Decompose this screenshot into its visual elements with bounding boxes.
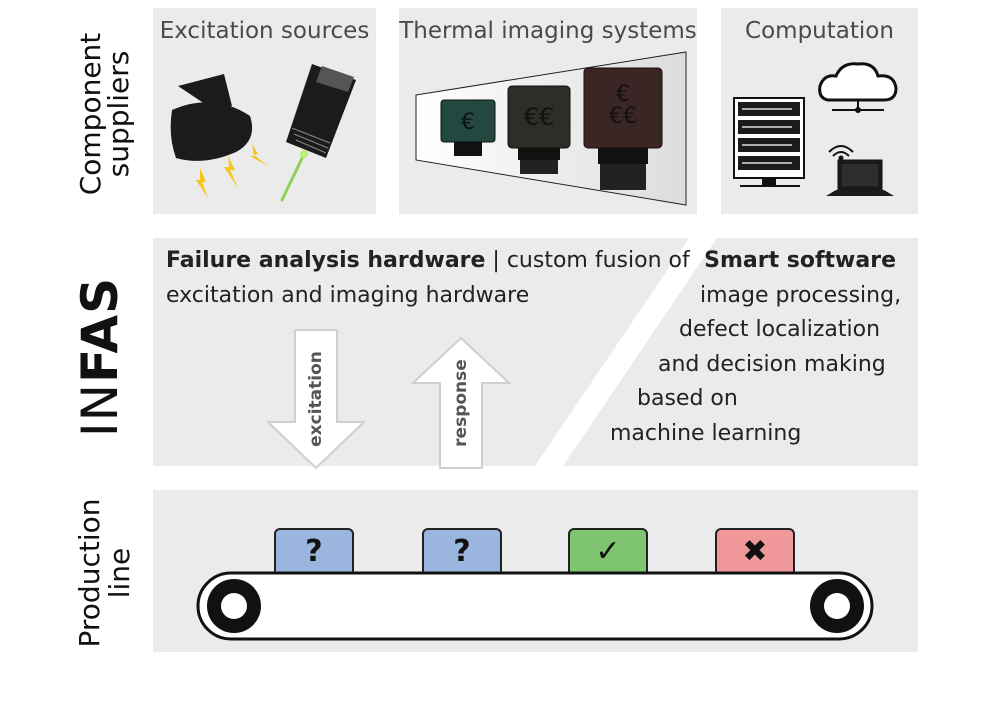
software-line: defect localization xyxy=(679,317,881,342)
thermal-illustrations xyxy=(415,51,687,206)
software-heading: Smart software xyxy=(704,248,896,273)
software-line: machine learning xyxy=(610,421,802,446)
hardware-heading-bold: Failure analysis hardware xyxy=(166,248,486,273)
conveyor-roller-left xyxy=(207,579,261,633)
excitation-arrow-label: excitation xyxy=(306,351,326,447)
computation-illustrations xyxy=(733,62,898,196)
conveyor-belt xyxy=(196,571,874,641)
infas-panel xyxy=(153,238,918,466)
excitation-sources-title: Excitation sources xyxy=(159,18,370,44)
computation-title: Computation xyxy=(745,18,894,44)
thermal-imaging-title: Thermal imaging systems xyxy=(399,18,697,44)
software-line: image processing, xyxy=(700,283,902,308)
software-line: based on xyxy=(637,386,738,411)
camera-large-icon xyxy=(583,67,663,190)
product-box-fail: ✖ xyxy=(715,528,795,574)
camera-price-2: €€ xyxy=(523,103,555,131)
software-line: and decision making xyxy=(658,352,886,377)
response-arrow xyxy=(410,336,512,469)
camera-price-3: € €€ xyxy=(609,82,637,129)
lightning-icon xyxy=(196,144,268,198)
laser-icon xyxy=(280,64,356,202)
hardware-heading: Failure analysis hardware | custom fusio… xyxy=(166,248,690,273)
camera-small-icon xyxy=(440,99,496,156)
hardware-description: excitation and imaging hardware xyxy=(166,283,530,308)
server-rack-icon xyxy=(733,97,805,187)
hardware-heading-rest: | custom fusion of xyxy=(485,248,690,273)
camera-medium-icon xyxy=(507,85,571,174)
cloud-icon xyxy=(818,62,898,113)
camera-price-1: € xyxy=(461,110,475,135)
flash-lamp-icon xyxy=(170,74,253,161)
arrows-layer xyxy=(265,329,512,470)
product-box-pass: ✓ xyxy=(568,528,648,574)
excitation-illustrations xyxy=(170,64,356,202)
product-box-unknown: ? xyxy=(274,528,354,574)
excitation-arrow xyxy=(265,329,367,470)
conveyor-roller-right xyxy=(810,579,864,633)
wifi-icon xyxy=(828,145,854,161)
laptop-icon xyxy=(826,159,894,196)
response-arrow-label: response xyxy=(451,359,471,447)
